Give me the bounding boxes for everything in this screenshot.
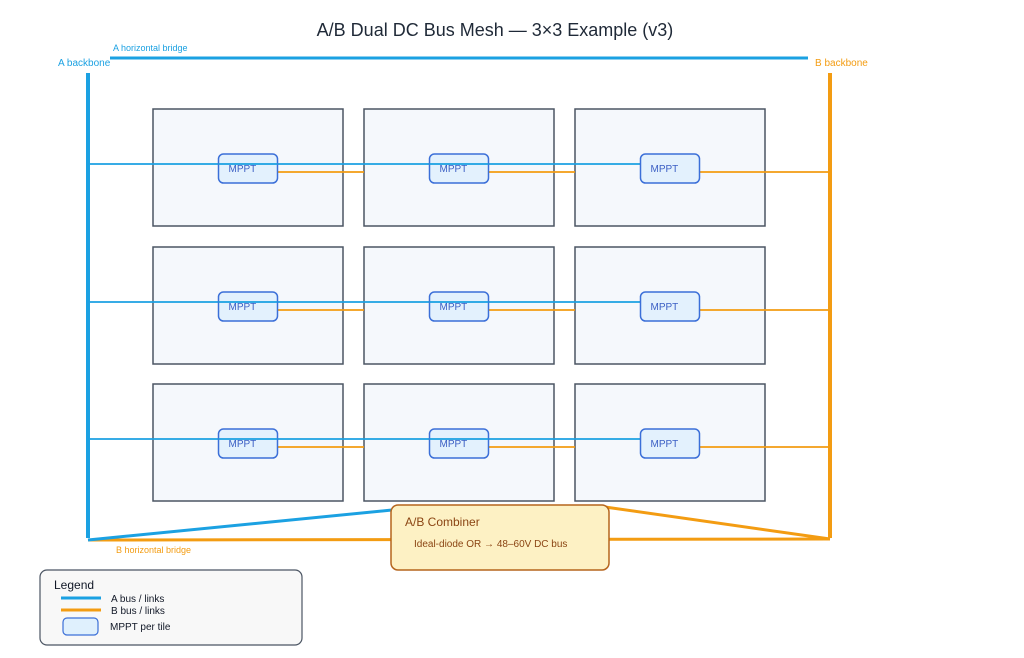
mppt-unit: MPPT [428,428,490,459]
a-horizontal-bridge-label: A horizontal bridge [113,43,188,53]
legend-b-bus-label: B bus / links [111,606,165,617]
mppt-box [428,153,490,184]
mppt-unit: MPPT [217,153,279,184]
legend-mppt-swatch [62,617,99,636]
mppt-label: MPPT [651,439,679,450]
mppt-unit: MPPT [639,428,701,459]
combiner-box [390,504,610,571]
ab-combiner: A/B Combiner Ideal-diode OR → 48–60V DC … [390,504,610,571]
bus-links: MPPT MPPT MPPT MPPT MPPT MPPT MPPT MPPT MPPT [88,153,830,459]
mppt-label: MPPT [651,302,679,313]
mppt-unit: MPPT [428,291,490,322]
b-combiner-feed-line [604,505,831,541]
mppt-unit: MPPT [428,153,490,184]
a-combiner-feed-line [87,508,393,542]
combiner-subtitle: Ideal-diode OR → 48–60V DC bus [414,539,567,550]
mppt-box [428,428,490,459]
mppt-label: MPPT [440,164,468,175]
legend: Legend A bus / links B bus / links MPPT … [39,569,303,646]
diagram-title: A/B Dual DC Bus Mesh — 3×3 Example (v3) [317,20,674,40]
mppt-label: MPPT [229,302,257,313]
legend-title: Legend [54,578,94,592]
b-backbone-label: B backbone [815,58,868,69]
mppt-unit: MPPT [639,291,701,322]
mppt-unit: MPPT [217,428,279,459]
combiner-title: A/B Combiner [405,515,480,529]
mppt-label: MPPT [229,164,257,175]
mppt-label: MPPT [229,439,257,450]
mppt-label: MPPT [440,302,468,313]
mppt-box [639,153,701,184]
mppt-unit: MPPT [217,291,279,322]
legend-mppt-label: MPPT per tile [110,622,171,633]
b-horizontal-bridge-label: B horizontal bridge [116,545,191,555]
mppt-box [217,153,279,184]
legend-box [39,569,303,646]
mppt-box [428,291,490,322]
mppt-box [217,291,279,322]
mppt-box [639,291,701,322]
mppt-label: MPPT [440,439,468,450]
legend-a-bus-label: A bus / links [111,594,164,605]
mppt-box [217,428,279,459]
mppt-box [639,428,701,459]
mppt-label: MPPT [651,164,679,175]
mppt-unit: MPPT [639,153,701,184]
a-backbone-label: A backbone [58,58,111,69]
